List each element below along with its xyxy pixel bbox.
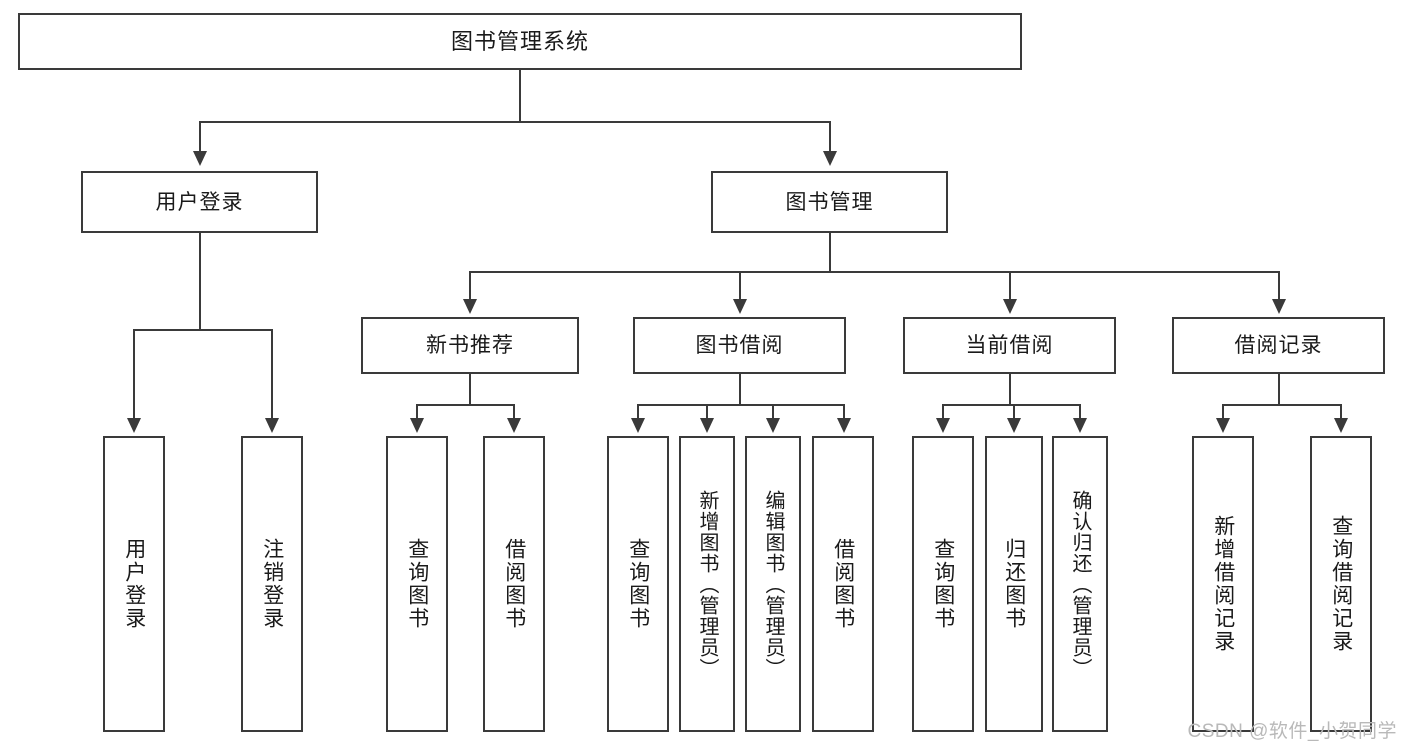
node-current-borrow-label: 当前借阅 [965,334,1054,357]
leaf-user-login-label: 用户登录 [122,538,146,630]
connector-book-borrow-to-leaf-4 [843,404,845,418]
leaf-user-login[interactable]: 用户登录 [103,436,165,732]
arrowhead-current-borrow [1003,299,1017,314]
leaf-user-logout[interactable]: 注销登录 [241,436,303,732]
node-book-manage[interactable]: 图书管理 [711,171,948,233]
connector-root-to-book-manage [829,121,831,151]
leaf-add-book-label: 新增图书（管理员） [696,489,718,679]
watermark-text: CSDN @软件_小贺同学 [1187,721,1397,742]
arrowhead-leaf-add-book [700,418,714,433]
leaf-query-record[interactable]: 查询借阅记录 [1310,436,1372,732]
leaf-return-book-label: 归还图书 [1002,538,1026,630]
leaf-borrow-book-2-label: 借阅图书 [831,538,855,630]
connector-book-borrow-to-leaf-2 [706,404,708,418]
connector-current-borrow-to-leaf-1 [942,404,944,418]
connector-book-manage-to-current-borrow [1009,271,1011,299]
arrowhead-leaf-confirm-return [1073,418,1087,433]
leaf-query-book-3[interactable]: 查询图书 [912,436,974,732]
connector-user-login-to-leaf-1 [133,329,135,418]
arrowhead-leaf-user-login [127,418,141,433]
node-borrow-record-label: 借阅记录 [1234,334,1323,357]
connector-book-borrow-to-leaf-1 [637,404,639,418]
leaf-query-book-1-label: 查询图书 [405,538,429,630]
node-new-book-recommend-label: 新书推荐 [426,334,514,357]
connector-new-book-stem [469,374,471,406]
arrowhead-new-book-recommend [463,299,477,314]
connector-new-book-bus [416,404,514,406]
leaf-borrow-book-1-label: 借阅图书 [502,538,526,630]
connector-root-to-user-login [199,121,201,151]
arrowhead-leaf-query-book-3 [936,418,950,433]
leaf-borrow-book-1[interactable]: 借阅图书 [483,436,545,732]
node-new-book-recommend[interactable]: 新书推荐 [361,317,579,374]
connector-book-borrow-stem [739,374,741,406]
node-user-login-label: 用户登录 [155,190,244,214]
arrowhead-leaf-query-book-1 [410,418,424,433]
node-root-label: 图书管理系统 [450,28,589,54]
connector-borrow-record-to-leaf-2 [1340,404,1342,418]
leaf-confirm-return[interactable]: 确认归还（管理员） [1052,436,1108,732]
connector-book-manage-stem [829,233,831,273]
connector-current-borrow-bus [942,404,1080,406]
leaf-confirm-return-label: 确认归还（管理员） [1069,489,1091,679]
arrowhead-borrow-record [1272,299,1286,314]
node-book-manage-label: 图书管理 [785,190,874,214]
connector-user-login-bus [133,329,272,331]
leaf-edit-book-label: 编辑图书（管理员） [762,489,784,679]
connector-current-borrow-stem [1009,374,1011,406]
connector-book-manage-to-new-book [469,271,471,299]
connector-root-bus [199,121,831,123]
connector-root-stem [519,70,521,122]
connector-user-login-stem [199,233,201,331]
node-borrow-record[interactable]: 借阅记录 [1172,317,1385,374]
leaf-return-book[interactable]: 归还图书 [985,436,1043,732]
connector-new-book-to-leaf-1 [416,404,418,418]
arrowhead-leaf-query-book-2 [631,418,645,433]
connector-borrow-record-stem [1278,374,1280,406]
leaf-query-book-1[interactable]: 查询图书 [386,436,448,732]
arrowhead-leaf-borrow-book-2 [837,418,851,433]
arrowhead-book-borrow [733,299,747,314]
connector-current-borrow-to-leaf-2 [1013,404,1015,418]
arrowhead-book-manage [823,151,837,166]
connector-book-borrow-bus [637,404,845,406]
leaf-add-record[interactable]: 新增借阅记录 [1192,436,1254,732]
node-current-borrow[interactable]: 当前借阅 [903,317,1116,374]
leaf-query-book-3-label: 查询图书 [931,538,955,630]
connector-current-borrow-to-leaf-3 [1079,404,1081,418]
node-book-borrow[interactable]: 图书借阅 [633,317,846,374]
arrowhead-leaf-return-book [1007,418,1021,433]
leaf-user-logout-label: 注销登录 [260,538,284,630]
arrowhead-leaf-edit-book [766,418,780,433]
node-root[interactable]: 图书管理系统 [18,13,1022,70]
connector-book-manage-bus [469,271,1279,273]
arrowhead-leaf-add-record [1216,418,1230,433]
connector-book-borrow-to-leaf-3 [772,404,774,418]
connector-borrow-record-to-leaf-1 [1222,404,1224,418]
arrowhead-leaf-user-logout [265,418,279,433]
leaf-edit-book[interactable]: 编辑图书（管理员） [745,436,801,732]
leaf-add-book[interactable]: 新增图书（管理员） [679,436,735,732]
connector-new-book-to-leaf-2 [513,404,515,418]
connector-book-manage-to-borrow-record [1278,271,1280,299]
arrowhead-user-login [193,151,207,166]
node-user-login[interactable]: 用户登录 [81,171,318,233]
connector-borrow-record-bus [1222,404,1341,406]
leaf-add-record-label: 新增借阅记录 [1211,515,1235,653]
leaf-query-book-2-label: 查询图书 [626,538,650,630]
arrowhead-leaf-query-record [1334,418,1348,433]
connector-book-manage-to-book-borrow [739,271,741,299]
arrowhead-leaf-borrow-book-1 [507,418,521,433]
leaf-query-book-2[interactable]: 查询图书 [607,436,669,732]
leaf-borrow-book-2[interactable]: 借阅图书 [812,436,874,732]
leaf-query-record-label: 查询借阅记录 [1329,515,1353,653]
node-book-borrow-label: 图书借阅 [695,334,784,357]
connector-user-login-to-leaf-2 [271,329,273,418]
